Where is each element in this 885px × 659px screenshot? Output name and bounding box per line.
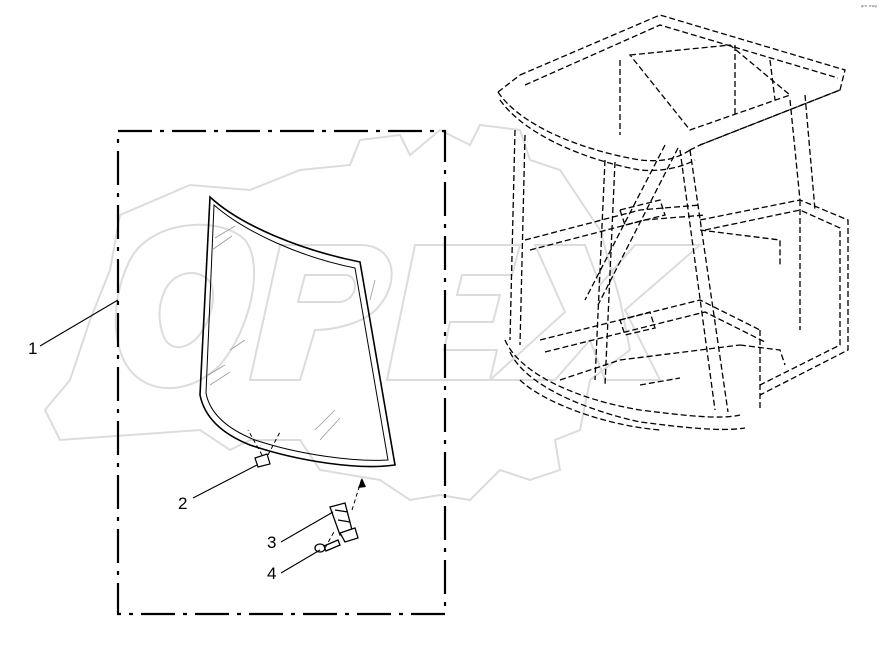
arrow-head <box>358 478 366 488</box>
callout-2: 2 <box>178 494 188 513</box>
retaining-clip <box>329 502 359 543</box>
corner-tag: ᵍᵐ ᵒʷᵍ <box>860 4 877 11</box>
exploded-view-lines <box>247 429 363 549</box>
cab-frame <box>497 14 849 431</box>
callout-4: 4 <box>267 564 277 583</box>
assembly-boundary <box>116 129 447 616</box>
bolt <box>314 539 341 553</box>
windshield-glass <box>199 195 396 468</box>
leader-lines <box>39 299 334 574</box>
glass-clip <box>254 453 271 468</box>
callout-3: 3 <box>267 533 277 552</box>
watermark-logo <box>43 123 703 502</box>
callout-1: 1 <box>28 339 38 358</box>
